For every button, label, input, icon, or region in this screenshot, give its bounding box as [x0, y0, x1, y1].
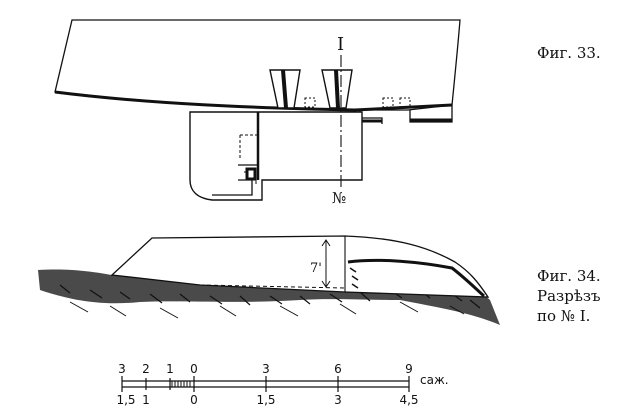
fig33-caption: Фиг. 33. — [537, 44, 601, 62]
fig34-caption-line3: по № I. — [537, 307, 591, 325]
scale-bottom-label: 0 — [190, 393, 198, 407]
scale-top-label: 0 — [190, 362, 198, 376]
fig34-caption-line2: Разрѣзъ — [537, 287, 601, 305]
scale-top-label: 1 — [166, 362, 174, 376]
scale-unit: саж. — [420, 373, 449, 387]
scale-bottom-label: 1 — [142, 393, 150, 407]
vent-square-1 — [304, 97, 316, 108]
fig34-section — [38, 235, 500, 325]
scale-bar: 3 2 1 0 3 6 9 саж. 1,5 1 0 1,5 3 4,5 — [116, 362, 448, 407]
fig34-caption-line1: Фиг. 34. — [537, 267, 601, 285]
rampart-inner-edge — [54, 90, 453, 112]
earthwork-body — [110, 235, 490, 298]
scale-bottom-label: 1,5 — [256, 393, 275, 407]
casemate-block — [189, 111, 363, 201]
vent-square-2 — [382, 97, 394, 108]
height-label: 7' — [310, 261, 322, 276]
section-mark-i: I — [337, 34, 344, 55]
scale-bottom-label: 3 — [334, 393, 342, 407]
fig33-plan — [54, 19, 461, 201]
rampart-band — [54, 19, 461, 111]
scale-top-label: 6 — [334, 362, 342, 376]
scale-bottom-label: 4,5 — [399, 393, 418, 407]
vent-square-3 — [399, 97, 411, 108]
scale-top-label: 3 — [118, 362, 126, 376]
scale-bottom-label: 1,5 — [116, 393, 135, 407]
number-sign: № — [332, 189, 346, 207]
scale-top-label: 9 — [405, 362, 413, 376]
scale-top-label: 2 — [142, 362, 150, 376]
scale-top-label: 3 — [262, 362, 270, 376]
